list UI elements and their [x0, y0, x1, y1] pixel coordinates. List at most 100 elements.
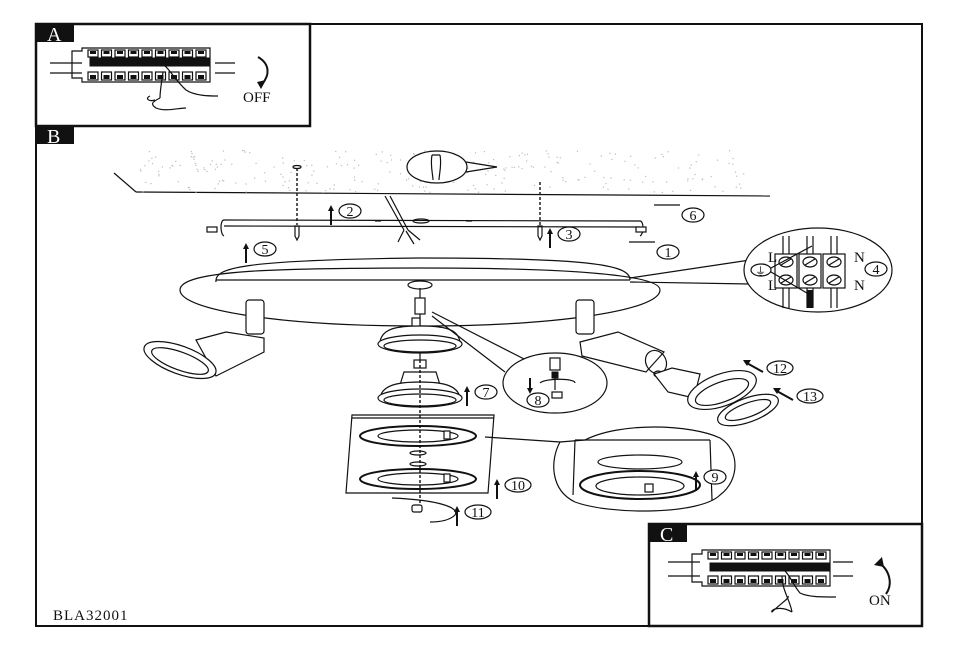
texture-dot: [695, 161, 697, 163]
callout-circle: [864, 261, 888, 277]
terminal-label-neutral-bottom: N: [854, 278, 865, 294]
outer-frame: [35, 23, 923, 627]
texture-dot: [544, 166, 546, 168]
terminal-screw: [130, 75, 137, 79]
texture-dot: [408, 178, 410, 180]
screw-slot: [804, 276, 816, 284]
step-callout-7: 7: [464, 384, 498, 406]
screw-left: [292, 164, 302, 242]
texture-dot: [353, 176, 356, 178]
texture-dot: [607, 188, 609, 190]
texture-dot: [333, 184, 335, 186]
texture-dot: [313, 170, 315, 172]
texture-dot: [623, 179, 625, 181]
texture-dot: [578, 179, 580, 181]
texture-dot: [603, 176, 605, 179]
texture-dot: [140, 170, 142, 172]
texture-dot: [189, 188, 191, 191]
texture-dot: [472, 161, 474, 163]
panel-c: C ON: [647, 522, 924, 628]
terminal-screw: [723, 579, 730, 583]
hand-pressing-icon: [146, 65, 219, 111]
texture-dot: [391, 159, 393, 161]
texture-dot: [732, 163, 734, 165]
texture-dot: [524, 154, 526, 156]
texture-dot: [485, 173, 487, 175]
texture-dot: [282, 184, 284, 187]
connector-screw: [802, 256, 818, 268]
texture-dot: [220, 163, 222, 165]
texture-dot: [194, 162, 196, 164]
texture-dot: [526, 153, 529, 155]
callout-circle: [703, 469, 727, 485]
texture-dot: [223, 180, 225, 182]
texture-dot: [735, 186, 737, 188]
connector-block: [798, 253, 822, 289]
panel-a: A OFF: [34, 22, 312, 128]
off-label: OFF: [243, 90, 271, 106]
connector-screw: [802, 274, 818, 286]
texture-dot: [666, 181, 668, 183]
step-callout-13: 13: [773, 388, 824, 405]
callout-circle: [253, 241, 277, 257]
texture-dot: [504, 190, 506, 192]
texture-dot: [306, 165, 308, 167]
step-callout-2: 2: [328, 203, 362, 225]
texture-dot: [667, 151, 669, 153]
panel-c-tag-bg: [649, 524, 687, 542]
on-label: ON: [869, 593, 891, 609]
texture-dot: [214, 187, 216, 189]
terminal-screw: [130, 51, 137, 54]
terminal-screw: [764, 579, 770, 583]
screw-slot: [780, 276, 792, 284]
texture-dot: [221, 179, 223, 181]
end-cap: [411, 504, 423, 513]
texture-dot: [547, 153, 549, 155]
connector-screw: [826, 256, 842, 268]
rotate-arrow-off-icon: [257, 56, 269, 85]
texture-dot: [475, 152, 477, 154]
texture-dot: [418, 186, 421, 188]
texture-dot: [316, 182, 318, 184]
texture-dot: [188, 186, 190, 189]
texture-dot: [140, 168, 142, 171]
terminal-screw: [157, 51, 164, 54]
texture-dot: [377, 183, 379, 185]
terminal-block-icon: [668, 549, 853, 587]
texture-dot: [526, 160, 528, 162]
texture-dot: [513, 166, 515, 169]
texture-dot: [144, 165, 146, 167]
texture-dot: [689, 189, 692, 191]
texture-dot: [282, 157, 284, 159]
gu10-bulb-right: [653, 367, 757, 411]
texture-dot: [740, 187, 742, 189]
texture-dot: [280, 173, 282, 175]
texture-dot: [273, 166, 275, 168]
texture-dot: [493, 159, 495, 161]
terminal-screw: [710, 579, 716, 583]
texture-dot: [293, 160, 295, 162]
texture-dot: [487, 170, 489, 172]
step-callout-6: 6: [654, 204, 705, 224]
texture-dot: [716, 159, 719, 161]
texture-dot: [231, 163, 233, 165]
texture-dot: [661, 153, 663, 156]
arrow-head: [243, 243, 249, 249]
texture-dot: [333, 188, 335, 190]
texture-dot: [609, 152, 611, 154]
texture-dot: [289, 189, 291, 191]
texture-dot: [486, 184, 488, 186]
terminal-screw: [818, 579, 824, 583]
model-code: BLA32001: [53, 608, 129, 624]
terminal-screw: [777, 553, 784, 556]
texture-dot: [158, 175, 160, 177]
texture-dot: [576, 150, 578, 152]
texture-dot: [509, 156, 511, 158]
rotate-arrow-off-head: [257, 80, 266, 89]
texture-dot: [533, 184, 535, 186]
texture-dot: [503, 177, 505, 179]
texture-dot: [652, 181, 654, 183]
callout-number: 8: [535, 394, 542, 409]
texture-dot: [264, 180, 267, 182]
terminal-screw: [737, 553, 743, 556]
